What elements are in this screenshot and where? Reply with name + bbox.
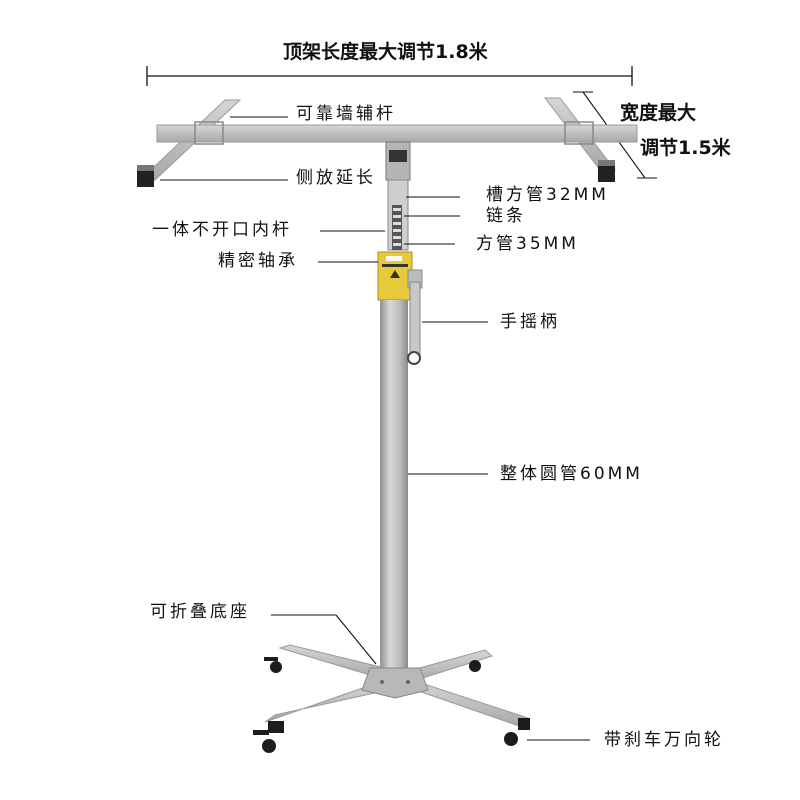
left-side-extension-arm (137, 99, 242, 187)
hand-crank (407, 269, 423, 365)
callout-channel-tube: 槽方管32MM (486, 185, 609, 205)
caster-wheels (253, 657, 530, 753)
callout-lines (160, 116, 590, 741)
callout-caster-wheels: 带刹车万向轮 (604, 730, 724, 750)
callout-round-tube: 整体圆管60MM (500, 464, 643, 484)
folding-base (264, 644, 529, 728)
callout-bearing: 精密轴承 (218, 251, 298, 271)
width-label-line1: 宽度最大 (620, 102, 697, 124)
callout-square-tube: 方管35MM (476, 234, 579, 254)
callout-folding-base: 可折叠底座 (150, 602, 250, 622)
bearing-housing (377, 251, 413, 301)
top-length-label: 顶架长度最大调节1.8米 (283, 41, 488, 63)
callout-chain: 链条 (486, 206, 526, 226)
lift-head (385, 141, 411, 251)
callout-side-extension: 侧放延长 (296, 168, 376, 188)
callout-inner-rod: 一体不开口内杆 (152, 220, 292, 240)
callout-wall-rod: 可靠墙辅杆 (296, 104, 396, 124)
top-length-dimension-line (146, 66, 633, 86)
width-label-line2: 调节1.5米 (640, 137, 731, 159)
main-round-tube (380, 300, 408, 670)
callout-hand-crank: 手摇柄 (500, 312, 560, 332)
